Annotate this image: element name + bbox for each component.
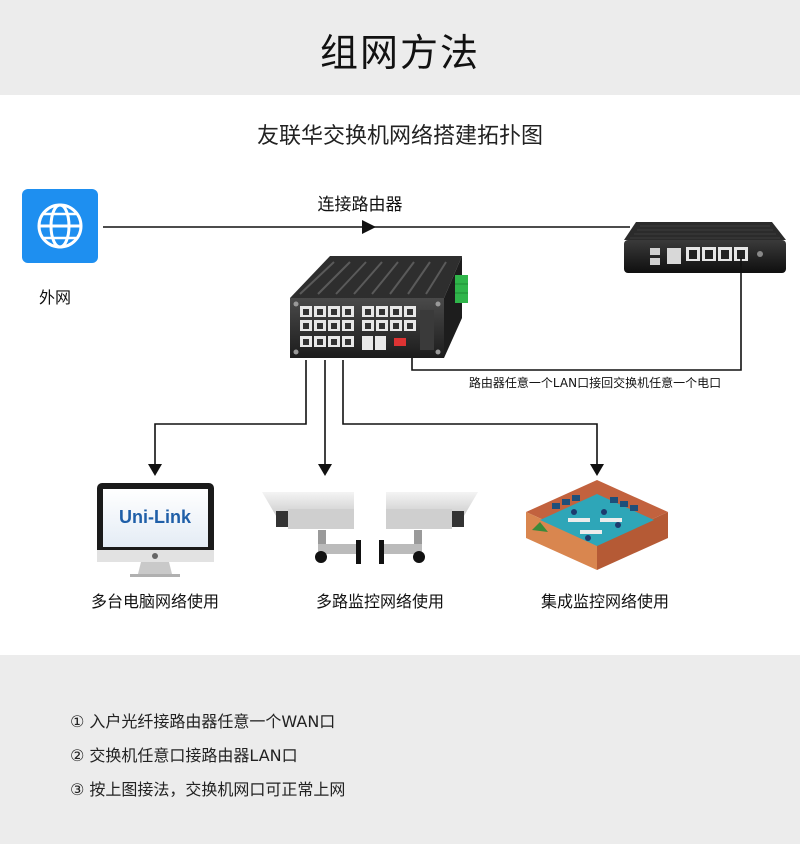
lan-return-line xyxy=(411,258,742,371)
wan-link-arrow xyxy=(362,220,376,234)
arrow-camera xyxy=(318,464,332,476)
notes-panel xyxy=(0,655,800,844)
arrow-pc xyxy=(148,464,162,476)
diagram-subtitle: 友联华交换机网络搭建拓扑图 xyxy=(256,124,543,149)
header-band xyxy=(0,0,800,95)
arrow-control-room xyxy=(590,464,604,476)
note-item-3: ③ 按上图接法，交换机网口可正常上网 xyxy=(70,780,346,799)
router-device xyxy=(624,222,786,273)
endpoint-label-pc: 多台电脑网络使用 xyxy=(90,592,219,611)
switch-device xyxy=(290,256,468,358)
camera-icon-left xyxy=(262,492,361,564)
monitor-brand-text: Uni-Link xyxy=(119,507,192,527)
endpoint-label-camera: 多路监控网络使用 xyxy=(315,592,444,611)
distribution-lines xyxy=(154,360,598,466)
monitor-icon: Uni-Link xyxy=(97,483,214,577)
page-title: 组网方法 xyxy=(319,31,480,75)
lan-link-label: 路由器任意一个LAN口接回交换机任意一个电口 xyxy=(468,376,722,390)
topology-diagram: Uni-Link xyxy=(22,189,786,577)
endpoint-label-control-room: 集成监控网络使用 xyxy=(540,592,669,611)
internet-label: 外网 xyxy=(38,288,71,307)
globe-icon xyxy=(22,189,98,263)
note-item-2: ② 交换机任意口接路由器LAN口 xyxy=(70,746,298,765)
note-item-1: ① 入户光纤接路由器任意一个WAN口 xyxy=(70,712,336,731)
camera-icon-right xyxy=(379,492,478,564)
control-room-icon xyxy=(526,480,668,570)
router-link-label: 连接路由器 xyxy=(317,195,403,215)
